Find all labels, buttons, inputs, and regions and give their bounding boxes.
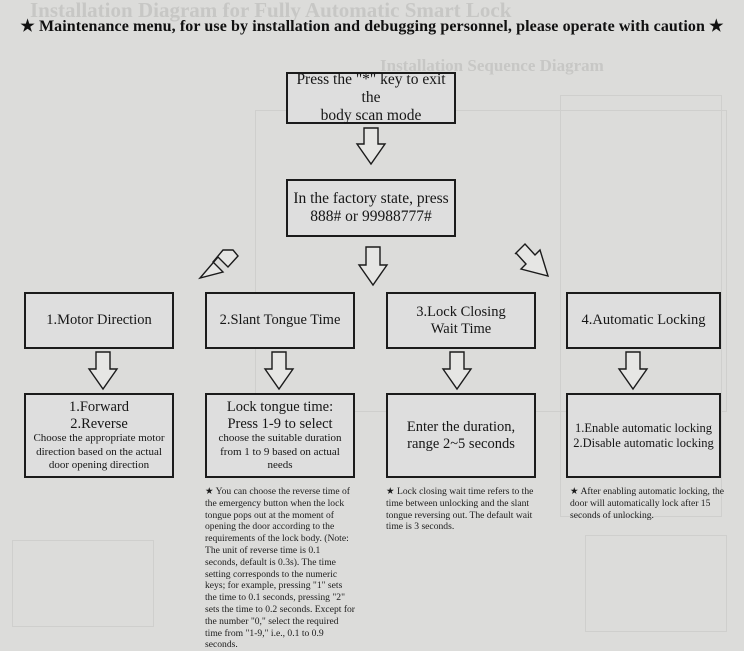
arrow-down-icon (441, 351, 473, 391)
note-slant-tongue-time: ★ You can choose the reverse time of the… (205, 486, 356, 651)
arrow-down-icon (357, 246, 389, 287)
step-slant-tongue-time: 2.Slant Tongue Time (205, 292, 355, 349)
detail-lock-closing-duration: Enter the duration, range 2~5 seconds (386, 393, 536, 478)
step-motor-direction: 1.Motor Direction (24, 292, 174, 349)
detail-auto-lock-line1: 1.Enable automatic locking (574, 420, 713, 435)
detail-motor-line2: 2.Reverse (70, 415, 128, 432)
factory-state-line1: In the factory state, press (293, 190, 449, 208)
detail-tongue-desc: choose the suitable duration from 1 to 9… (218, 432, 342, 471)
detail-motor-desc: Choose the appropriate motor direction b… (33, 432, 165, 471)
detail-auto-lock-line2: 2.Disable automatic locking (573, 435, 714, 450)
step-lock-closing-title-line1: 3.Lock Closing (416, 303, 506, 320)
note-lock-closing-wait-time: ★ Lock closing wait time refers to the t… (386, 486, 534, 533)
detail-slant-tongue-time: Lock tongue time: Press 1-9 to select ch… (205, 393, 355, 478)
step-automatic-locking-title: 4.Automatic Locking (581, 312, 706, 329)
maintenance-header: ★ Maintenance menu, for use by installat… (20, 18, 724, 35)
step-lock-closing-title-line2: Wait Time (430, 320, 492, 337)
factory-state-box: In the factory state, press 888# or 9998… (286, 179, 456, 237)
arrow-down-icon (87, 351, 119, 391)
step-lock-closing-wait-time: 3.Lock Closing Wait Time (386, 292, 536, 349)
background-subtitle: Installation Sequence Diagram (380, 56, 604, 75)
detail-tongue-line1: Lock tongue time: (226, 399, 334, 416)
background-table (585, 535, 727, 632)
exit-body-scan-line2: body scan mode (320, 106, 422, 124)
arrow-down-icon (263, 351, 295, 391)
detail-duration-line2: range 2~5 seconds (407, 435, 515, 452)
arrow-down-right-icon (514, 242, 550, 277)
detail-motor-direction: 1.Forward 2.Reverse Choose the appropria… (24, 393, 174, 478)
detail-tongue-line2: Press 1-9 to select (227, 415, 333, 432)
arrow-down-icon (617, 351, 649, 391)
step-slant-tongue-time-title: 2.Slant Tongue Time (219, 312, 341, 329)
detail-automatic-locking: 1.Enable automatic locking 2.Disable aut… (566, 393, 721, 478)
factory-state-line2: 888# or 99988777# (310, 208, 432, 225)
detail-motor-line1: 1.Forward (68, 399, 129, 416)
step-automatic-locking: 4.Automatic Locking (566, 292, 721, 349)
detail-duration-line1: Enter the duration, (406, 418, 516, 435)
maintenance-flowchart: Installation Diagram for Fully Automatic… (12, 0, 727, 650)
note-automatic-locking: ★ After enabling automatic locking, the … (570, 486, 725, 521)
arrow-down-left-icon (198, 249, 239, 280)
exit-body-scan-line1: Press the "*" key to exit the (296, 71, 446, 107)
exit-body-scan-box: Press the "*" key to exit the body scan … (286, 71, 456, 124)
step-motor-direction-title: 1.Motor Direction (46, 312, 152, 329)
arrow-down-icon (355, 127, 387, 166)
background-door-outline (560, 95, 722, 517)
background-title: Installation Diagram for Fully Automatic… (30, 0, 512, 22)
flow-arrows (87, 127, 649, 391)
background-table-left (12, 540, 154, 627)
